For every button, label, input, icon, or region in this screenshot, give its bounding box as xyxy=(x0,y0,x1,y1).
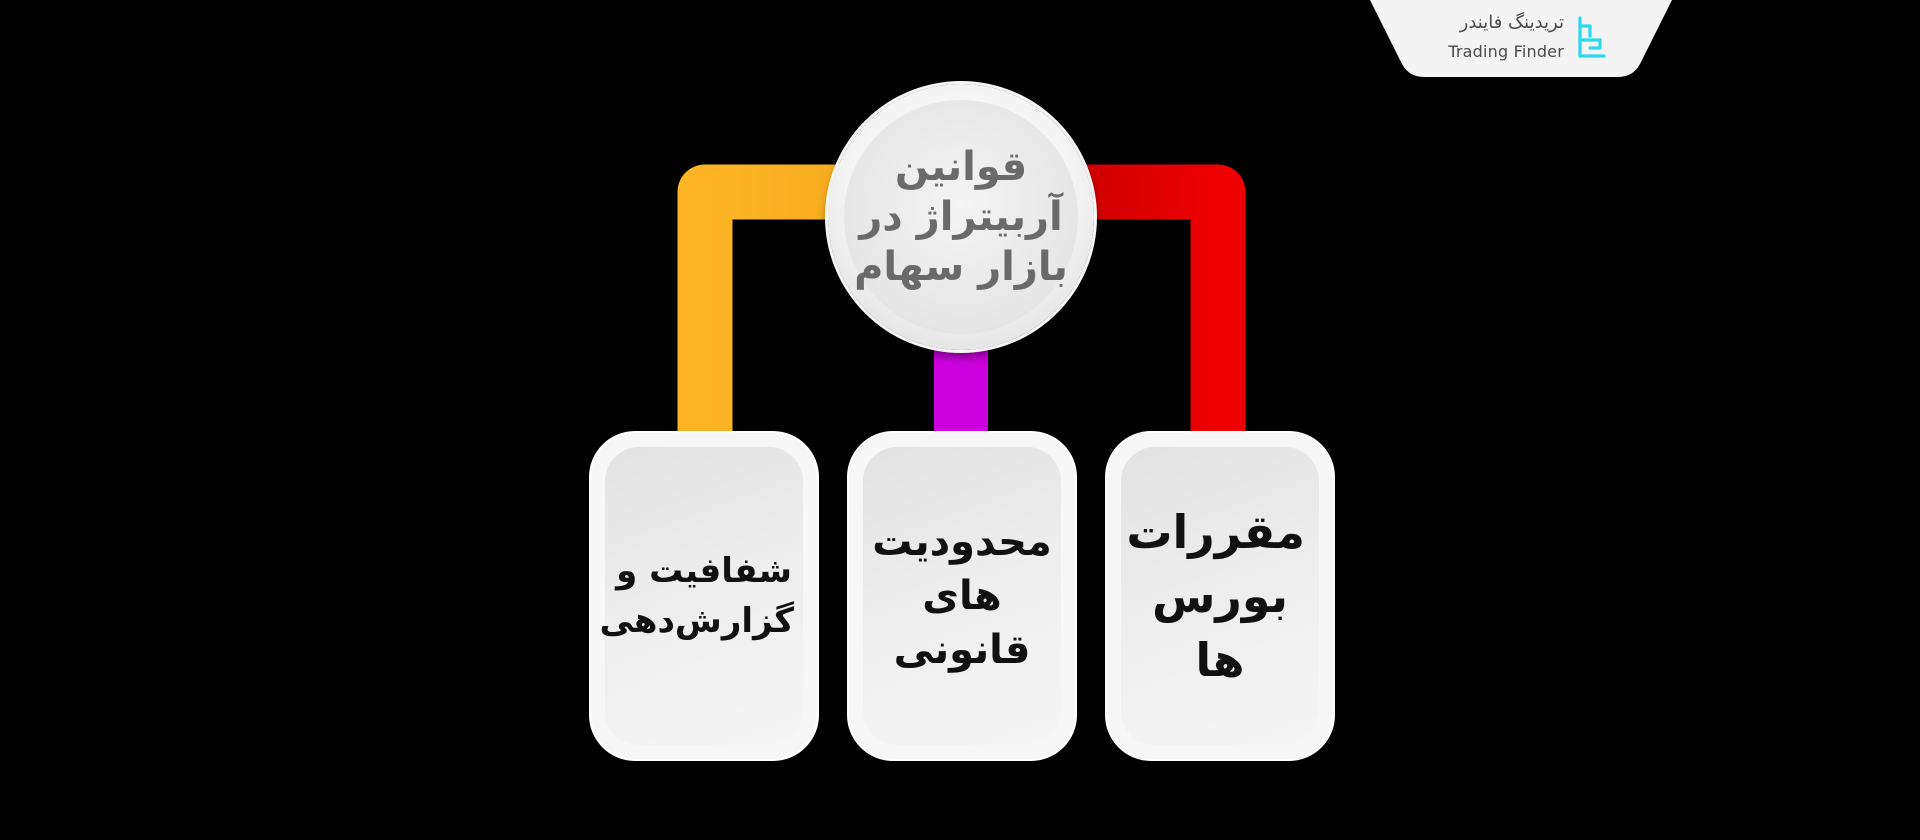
brand-name-english: Trading Finder xyxy=(1448,42,1564,61)
card-legal-limits-label: محدودیت های قانونی xyxy=(872,519,1052,673)
brand-name-persian: تریدینگ فایندر xyxy=(1459,12,1564,33)
card-legal-limits: محدودیت های قانونی xyxy=(849,433,1075,759)
brand-logo-tab[interactable]: تریدینگ فایندر Trading Finder xyxy=(1370,0,1672,77)
card-transparency-label: شفافیت و گزارش‌دهی xyxy=(599,551,795,641)
card-exchange-rules: مقررات بورس ها xyxy=(1107,433,1333,759)
trading-finder-logo-icon xyxy=(1578,16,1606,58)
card-exchange-rules-label: مقررات بورس ها xyxy=(1126,505,1305,687)
center-topic-title: قوانین آربیتراژ در بازار سهام xyxy=(854,144,1068,290)
card-exchange-rules-inner: مقررات بورس ها xyxy=(1121,447,1319,745)
card-legal-limits-inner: محدودیت های قانونی xyxy=(863,447,1061,745)
center-topic-inner: قوانین آربیتراژ در بازار سهام xyxy=(844,100,1078,334)
card-transparency: شفافیت و گزارش‌دهی xyxy=(591,433,817,759)
card-transparency-inner: شفافیت و گزارش‌دهی xyxy=(599,447,803,745)
center-topic-circle: قوانین آربیتراژ در بازار سهام xyxy=(828,84,1094,350)
logo-tab-background xyxy=(1370,0,1672,77)
